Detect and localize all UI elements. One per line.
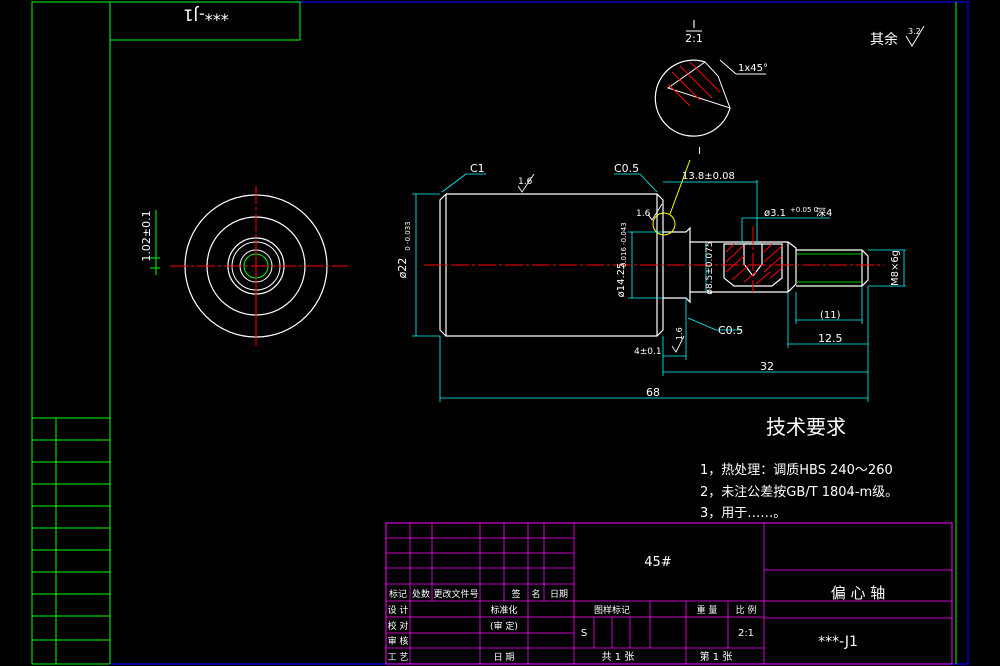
dim-68: 68 [646, 386, 660, 399]
detail-view: I 2:1 1x45° [654, 18, 768, 137]
dim-r16-bot: 1.6 [675, 327, 684, 340]
dim-hole-tol: +0.05 0 [790, 206, 818, 214]
dim-r16-top: 1.6 [518, 177, 533, 187]
dim-c1: C1 [470, 162, 485, 175]
dim-4: 4±0.1 [634, 347, 662, 357]
rev-h1: 处数 [412, 588, 430, 600]
stage-mark: 图样标记 [594, 604, 630, 616]
drawing-no: ***-J1 [818, 634, 858, 650]
dim-d22-tol: 0 -0.033 [404, 221, 412, 250]
weight-label: 重 量 [697, 604, 718, 616]
part-name: 偏 心 轴 [831, 584, 886, 602]
dim-c05-bot: C0.5 [718, 324, 743, 337]
row-review: (审 定) [490, 620, 518, 632]
sheets-total: 共 1 张 [602, 651, 635, 663]
row-process: 工 艺 [388, 652, 409, 663]
dim-11: (11) [820, 310, 841, 321]
row-standard: 标准化 [490, 604, 517, 616]
tech-requirements: 技术要求 1，热处理：调质HBS 240～260 2，未注公差按GB/T 180… [700, 415, 898, 521]
dim-r16-mid: 1.6 [636, 209, 651, 219]
tech-item-3: 3，用于……。 [700, 506, 786, 521]
dim-thread: M8×6g [890, 250, 901, 286]
detail-chamfer: 1x45° [738, 63, 768, 74]
detail-scale: 2:1 [685, 32, 703, 45]
title-block-text: 45# 偏 心 轴 ***-J1 标记 处数 更改文件号 签 名 日期 设 计 … [388, 555, 886, 663]
dim-138: 13.8±0.08 [682, 171, 735, 182]
tech-title: 技术要求 [766, 415, 846, 439]
dimensions: C1 1.6 C0.5 13.8±0.08 1.6 ø3.1 +0.05 0 深… [396, 162, 901, 399]
row-audit: 审 核 [388, 635, 409, 647]
rev-h2: 更改文件号 [433, 588, 478, 600]
title-block [385, 522, 953, 665]
rev-h4: 名 [531, 588, 540, 600]
scale-value: 2:1 [738, 628, 754, 639]
dim-125: 12.5 [818, 332, 843, 345]
dim-hole-depth: 深4 [816, 207, 832, 219]
material: 45# [644, 555, 671, 570]
rev-h0: 标记 [389, 588, 407, 600]
dim-d1425: ø14.25 [616, 263, 627, 298]
dim-32: 32 [760, 360, 774, 373]
rev-h3: 签 [511, 588, 520, 600]
roughness-note: 其余 [870, 31, 898, 48]
roughness-symbol [905, 25, 925, 47]
end-view [150, 186, 348, 346]
corner-code: ***-J1 [183, 6, 229, 25]
scale-label: 比 例 [736, 604, 757, 616]
sheet-no: 第 1 张 [700, 650, 733, 663]
dim-hole: ø3.1 [764, 208, 786, 219]
row-date: 日 期 [494, 652, 515, 663]
dim-d22: ø22 [396, 258, 409, 279]
tech-item-2: 2，未注公差按GB/T 1804-m级。 [700, 485, 898, 500]
stage-s: S [581, 628, 587, 639]
row-design: 设 计 [388, 604, 409, 616]
roughness-other: 3.2 [908, 27, 921, 36]
dim-d1425-tol: -0.016 -0.043 [620, 222, 628, 269]
dim-d85: ø8.5±0.075 [705, 241, 715, 294]
detail-id: I [692, 18, 695, 31]
callout-i: I [698, 146, 701, 157]
dim-c05-top: C0.5 [614, 162, 639, 175]
rev-h5: 日期 [550, 589, 568, 600]
tech-item-1: 1，热处理：调质HBS 240～260 [700, 463, 893, 478]
side-dim: 1.02±0.1 [140, 210, 153, 261]
row-check: 校 对 [388, 620, 409, 632]
